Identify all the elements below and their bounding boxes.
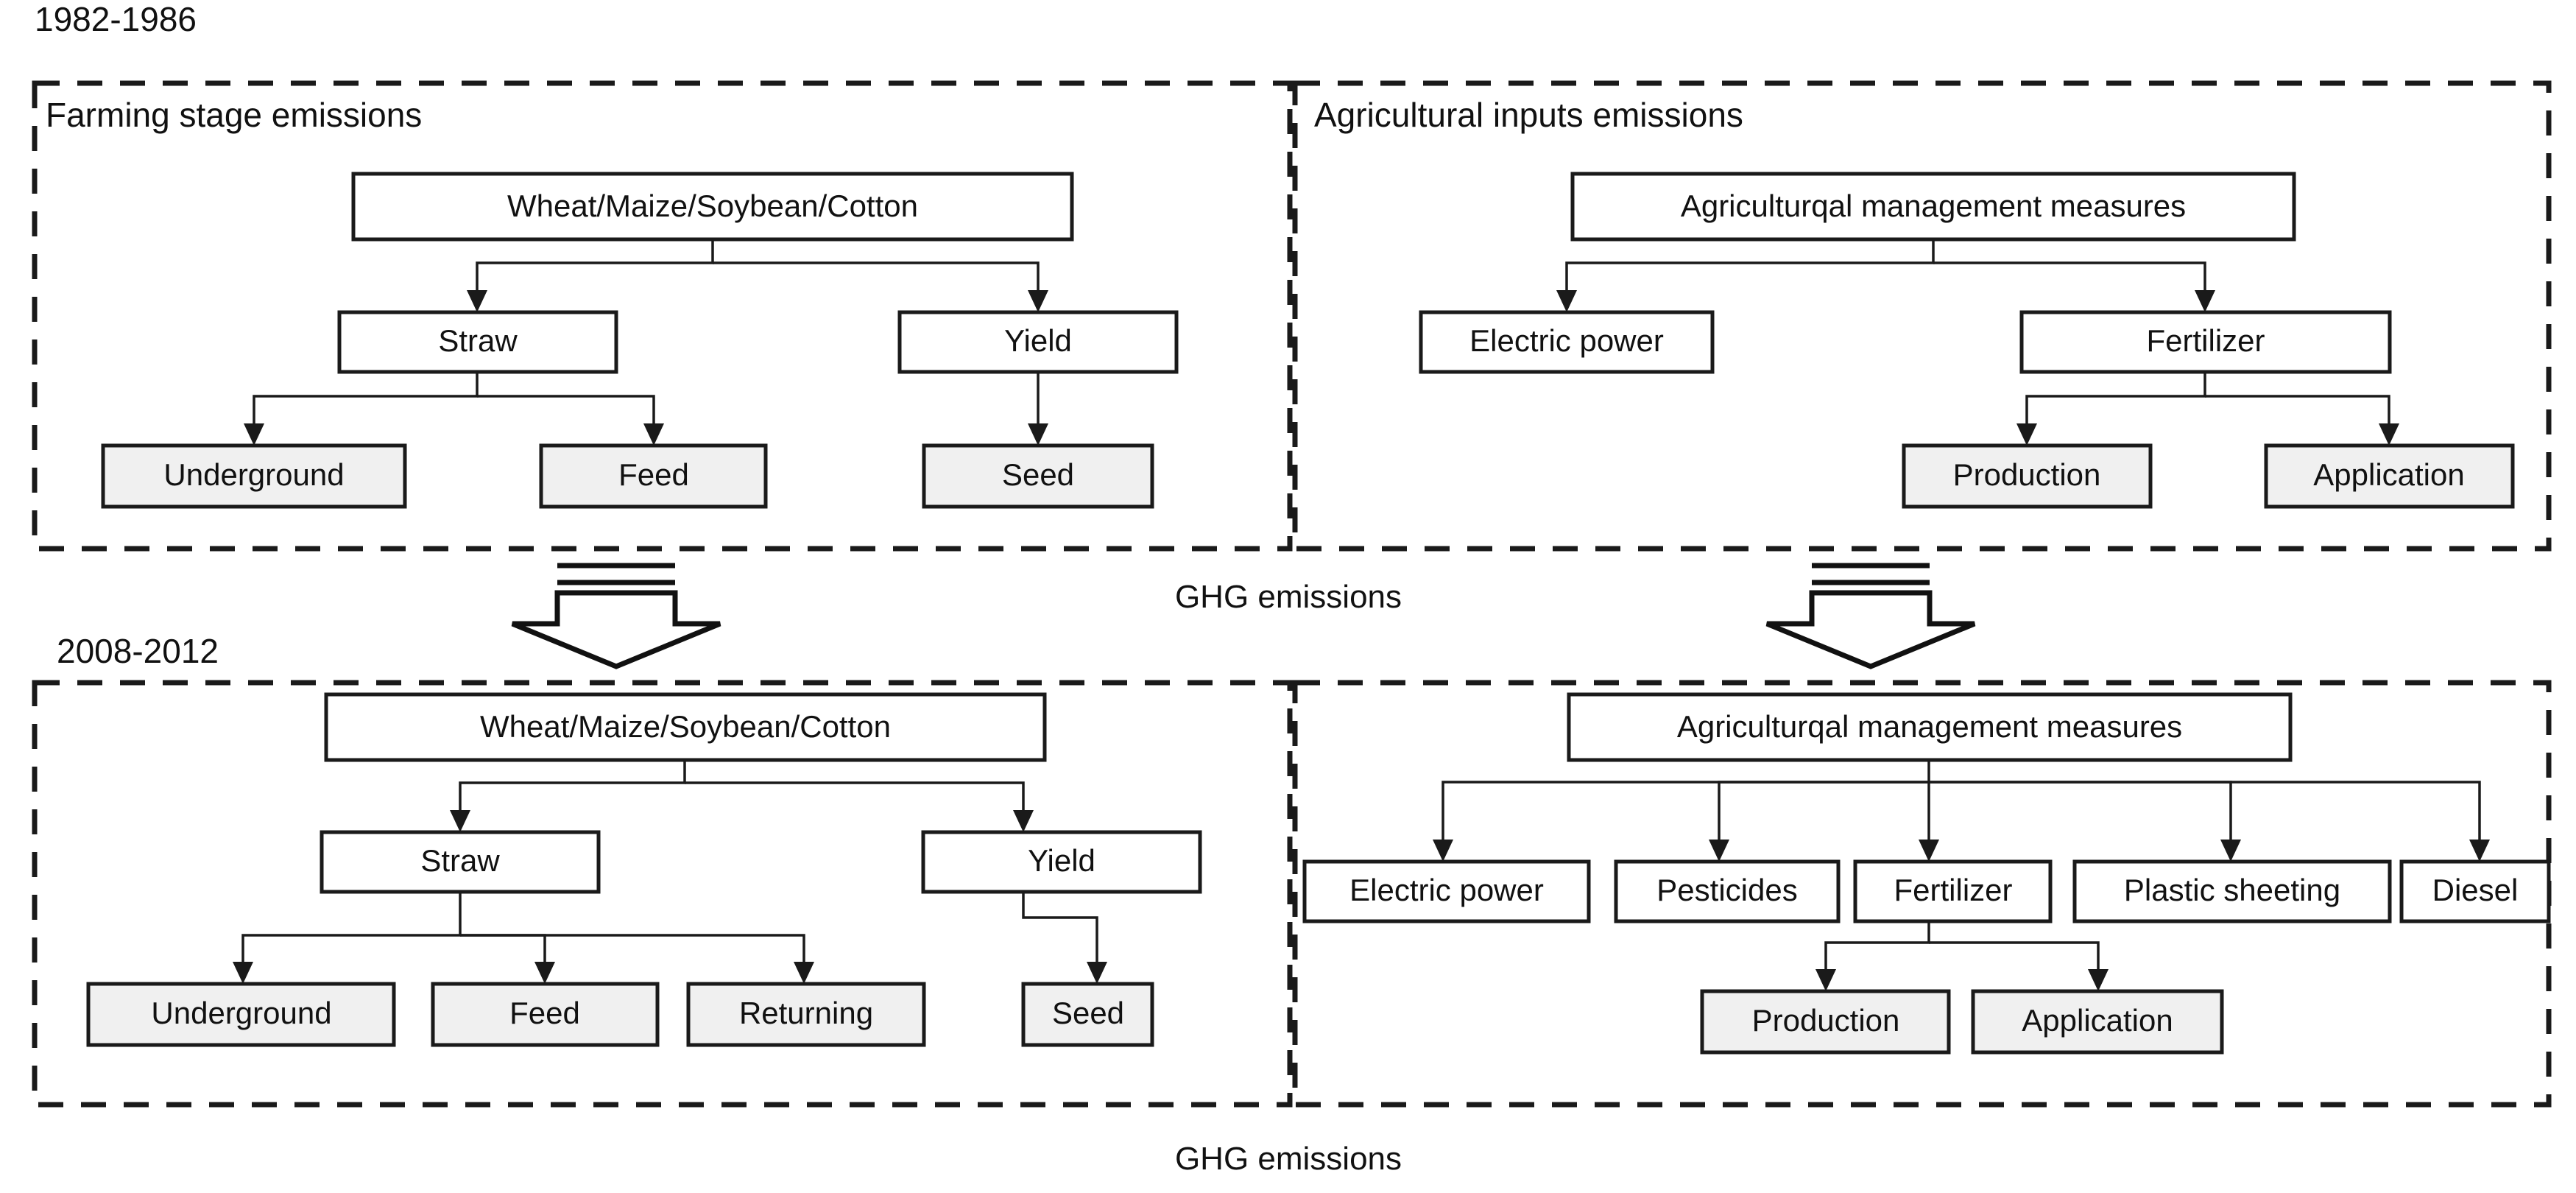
node-bottom-right-application[interactable]: Application <box>1971 989 2224 1055</box>
block-arrow-right <box>1765 563 1976 669</box>
ghg-emissions-label-middle: GHG emissions <box>1175 579 1402 615</box>
node-top-left-seed[interactable]: Seed <box>922 443 1154 509</box>
node-top-left-root[interactable]: Wheat/Maize/Soybean/Cotton <box>351 172 1074 242</box>
node-label: Electric power <box>1469 323 1664 358</box>
node-label: Fertilizer <box>1894 873 2012 907</box>
node-bottom-left-seed[interactable]: Seed <box>1021 982 1154 1047</box>
node-top-left-straw[interactable]: Straw <box>337 310 618 374</box>
node-bottom-right-electric-power[interactable]: Electric power <box>1302 859 1591 923</box>
node-top-left-underground[interactable]: Underground <box>101 443 407 509</box>
node-label: Returning <box>739 996 873 1030</box>
block-arrow-left <box>511 563 721 669</box>
panel-bottom-left-border <box>32 680 1293 1108</box>
node-bottom-right-production[interactable]: Production <box>1700 989 1951 1055</box>
panel-top-right-border <box>1292 80 2552 552</box>
node-top-left-yield[interactable]: Yield <box>897 310 1179 374</box>
node-label: Application <box>2022 1003 2173 1038</box>
node-label: Agriculturqal management measures <box>1677 709 2182 744</box>
node-bottom-left-returning[interactable]: Returning <box>686 982 926 1047</box>
node-top-right-production[interactable]: Production <box>1902 443 2153 509</box>
node-label: Production <box>1752 1003 1900 1038</box>
panel-top-right-label: Agricultural inputs emissions <box>1314 96 1743 134</box>
node-top-left-feed[interactable]: Feed <box>539 443 768 509</box>
node-label: Seed <box>1002 457 1074 492</box>
connectors-top-right <box>1556 239 2399 446</box>
period-label-bottom: 2008-2012 <box>57 632 219 670</box>
node-bottom-right-diesel[interactable]: Diesel <box>2399 859 2551 923</box>
node-top-right-application[interactable]: Application <box>2264 443 2515 509</box>
node-bottom-left-underground[interactable]: Underground <box>86 982 396 1047</box>
node-top-right-fertilizer[interactable]: Fertilizer <box>2019 310 2392 374</box>
node-label: Wheat/Maize/Soybean/Cotton <box>480 709 891 744</box>
node-label: Fertilizer <box>2146 323 2265 358</box>
node-label: Electric power <box>1349 873 1544 907</box>
node-label: Straw <box>438 323 518 358</box>
node-label: Diesel <box>2432 873 2519 907</box>
ghg-emissions-label-bottom: GHG emissions <box>1175 1141 1402 1177</box>
node-bottom-left-yield[interactable]: Yield <box>921 830 1202 894</box>
node-bottom-left-feed[interactable]: Feed <box>431 982 660 1047</box>
node-bottom-right-pesticides[interactable]: Pesticides <box>1614 859 1841 923</box>
node-label: Feed <box>618 457 689 492</box>
node-label: Underground <box>163 457 344 492</box>
node-label: Production <box>1953 457 2101 492</box>
node-label: Feed <box>509 996 580 1030</box>
node-bottom-right-root[interactable]: Agriculturqal management measures <box>1567 692 2293 762</box>
node-label: Wheat/Maize/Soybean/Cotton <box>507 189 918 223</box>
period-label-top: 1982-1986 <box>35 0 197 38</box>
node-bottom-right-plastic-sheeting[interactable]: Plastic sheeting <box>2072 859 2392 923</box>
node-label: Yield <box>1004 323 1072 358</box>
panel-top-left-label: Farming stage emissions <box>46 96 422 134</box>
connectors-bottom-right <box>1433 760 2490 991</box>
node-label: Agriculturqal management measures <box>1681 189 2186 223</box>
node-label: Underground <box>151 996 331 1030</box>
node-label: Seed <box>1052 996 1124 1030</box>
node-bottom-left-root[interactable]: Wheat/Maize/Soybean/Cotton <box>324 692 1047 762</box>
node-label: Pesticides <box>1656 873 1797 907</box>
node-label: Application <box>2313 457 2464 492</box>
node-label: Plastic sheeting <box>2124 873 2340 907</box>
node-top-right-electric-power[interactable]: Electric power <box>1419 310 1715 374</box>
node-label: Yield <box>1028 843 1095 878</box>
node-label: Straw <box>420 843 500 878</box>
connectors-bottom-left <box>233 760 1107 984</box>
connectors-top-left <box>244 239 1048 446</box>
node-bottom-right-fertilizer[interactable]: Fertilizer <box>1853 859 2053 923</box>
panel-top-left-border <box>32 80 1293 552</box>
node-bottom-left-straw[interactable]: Straw <box>320 830 601 894</box>
node-top-right-root[interactable]: Agriculturqal management measures <box>1570 172 2296 242</box>
